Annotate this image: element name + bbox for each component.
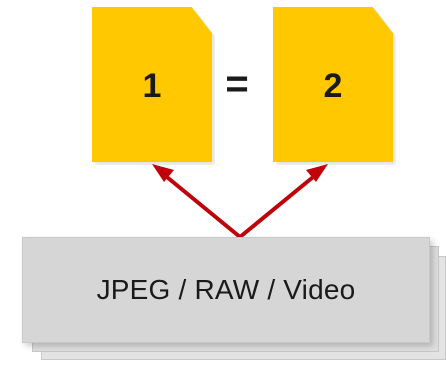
arrow-head-1 — [152, 164, 174, 182]
source-card: JPEG / RAW / Video — [22, 237, 430, 343]
equals-sign: = — [225, 62, 249, 106]
file-1-icon: 1 — [92, 7, 212, 162]
arrow-to-file-1 — [160, 171, 242, 239]
file-2-label: 2 — [323, 67, 343, 105]
arrow-head-2 — [306, 164, 328, 182]
file-1-label: 1 — [142, 67, 162, 105]
source-label: JPEG / RAW / Video — [96, 274, 356, 305]
arrow-to-file-2 — [238, 171, 320, 239]
file-2-icon: 2 — [273, 7, 393, 162]
